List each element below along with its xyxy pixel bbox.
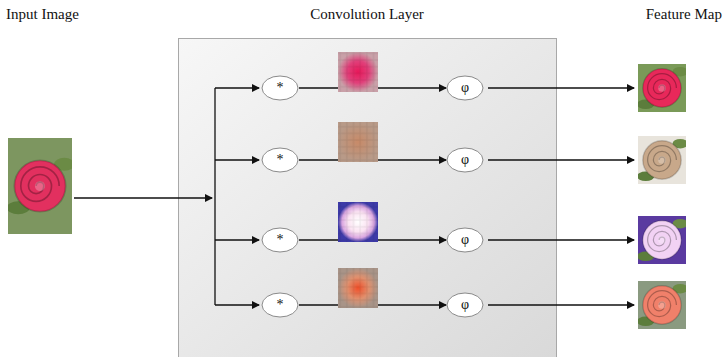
operator-symbol: * (261, 152, 299, 168)
output-arrows (488, 88, 634, 305)
operator-ellipse: * (261, 227, 299, 253)
operator-symbol: * (261, 232, 299, 248)
operator-ellipse: * (261, 292, 299, 318)
operator-symbol: * (261, 297, 299, 313)
layer-panel: Convolution Layer * φ * φ * φ * φ (178, 0, 556, 357)
operator-ellipse: φ (446, 75, 484, 101)
feature-map-images (637, 64, 688, 329)
operator-symbol: φ (446, 297, 484, 313)
operator-symbol: φ (446, 152, 484, 168)
operator-ellipse: φ (446, 292, 484, 318)
operator-ellipse: φ (446, 147, 484, 173)
kernel-images (338, 52, 378, 308)
input-rose-image (7, 138, 75, 234)
operator-symbol: φ (446, 80, 484, 96)
panel-frame (179, 39, 557, 357)
operator-symbol: * (261, 80, 299, 96)
operator-symbol: φ (446, 232, 484, 248)
panel-title: Convolution Layer (178, 6, 556, 23)
branch-wires (215, 88, 259, 305)
operator-ellipse: * (261, 147, 299, 173)
heading-label: Feature Map (646, 6, 722, 23)
operator-ellipse: φ (446, 227, 484, 253)
split-bus (214, 88, 215, 305)
input-arrow (74, 197, 212, 198)
heading-label: Input Image (6, 6, 79, 23)
operator-ellipse: * (261, 75, 299, 101)
